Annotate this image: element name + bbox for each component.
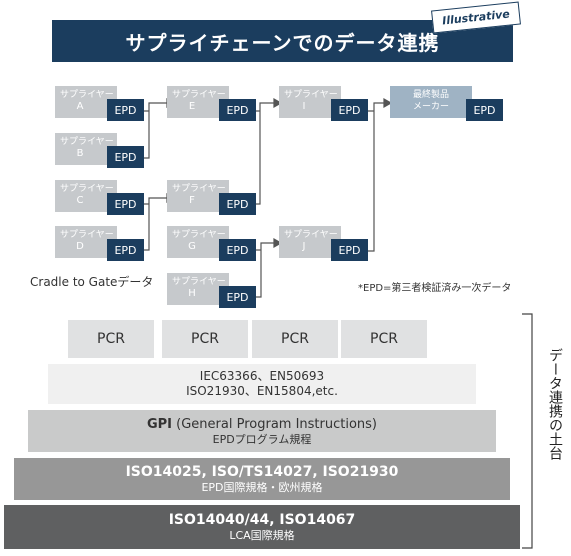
arrow-i (273, 97, 283, 109)
pcr-box-3: PCR (252, 320, 338, 358)
layer-lca-standards: ISO14040/44, ISO14067 LCA国際規格 (4, 505, 520, 549)
connector-ij-final (366, 102, 384, 252)
epd-tag: EPD (219, 286, 256, 308)
connector-ab-e (140, 102, 167, 159)
layer-epd-standards: ISO14025, ISO/TS14027, ISO21930 EPD国際規格・… (14, 458, 510, 500)
epd-tag: EPD (331, 239, 368, 261)
epd-tag: EPD (107, 99, 144, 121)
epd-note: *EPD=第三者検証済み一次データ (358, 283, 512, 294)
epd-tag: EPD (219, 99, 256, 121)
arrow-j (273, 237, 283, 249)
epd-tag: EPD (219, 239, 256, 261)
page-title: サプライチェーンでのデータ連携 (125, 30, 440, 55)
bracket (522, 313, 533, 549)
foundation-label: データ連携の土台 (547, 348, 563, 460)
arrow-final (383, 97, 393, 109)
pcr-box-1: PCR (68, 320, 154, 358)
layer-product-standards: IEC63366、EN50693 ISO21930、EN15804,etc. (48, 364, 476, 404)
epd-tag: EPD (107, 239, 144, 261)
connector-gh-j (252, 242, 274, 298)
epd-tag: EPD (219, 193, 256, 215)
layer-gpi: GPI (General Program Instructions) EPDプロ… (28, 410, 496, 452)
connector-cd-f (140, 197, 167, 251)
connector-ef-i (252, 102, 274, 205)
epd-tag: EPD (107, 193, 144, 215)
epd-tag: EPD (107, 146, 144, 168)
epd-tag: EPD (331, 99, 368, 121)
pcr-box-2: PCR (162, 320, 248, 358)
pcr-box-4: PCR (341, 320, 427, 358)
cradle-to-gate-label: Cradle to Gateデータ (30, 275, 154, 289)
epd-tag: EPD (466, 99, 503, 121)
